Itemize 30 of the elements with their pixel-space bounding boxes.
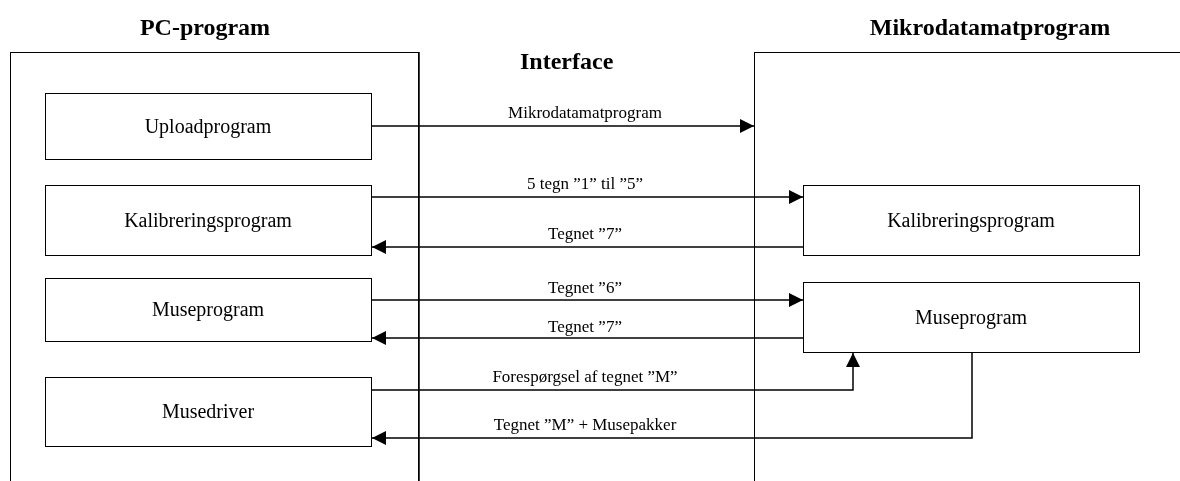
box-label: Museprogram [151,298,265,321]
arrow [371,119,755,133]
box-label: Kalibreringsprogram [887,208,1055,232]
edge-label: Tegnet ”7” [546,318,624,336]
edge-label: Tegnet ”M” + Musepakker [491,416,679,434]
arrow [371,352,973,445]
edge-label: Tegnet ”7” [546,225,624,243]
arrow [371,331,804,345]
box-label: Musedriver [161,400,255,423]
arrow [371,190,804,204]
program-box [44,92,372,160]
arrow [371,352,860,391]
program-box [44,277,372,342]
edge-label: Forespørgsel af tegnet ”M” [490,368,680,386]
program-box [44,184,372,256]
region-heading: Mikrodatamatprogram [868,14,1112,41]
program-region-frame [754,52,1180,481]
box-label: Uploadprogram [144,114,272,138]
program-box [44,376,372,447]
program-box [802,184,1140,256]
arrow [371,293,804,307]
arrow [371,240,804,254]
region-heading: PC-program [138,14,272,41]
program-box [802,281,1140,353]
edge-label: Tegnet ”6” [546,279,624,297]
program-region-frame [10,52,419,481]
box-label: Museprogram [914,305,1028,329]
column-heading: Interface [520,48,614,75]
box-label: Kalibreringsprogram [124,208,292,232]
edge-label: Mikrodatamatprogram [506,104,664,122]
